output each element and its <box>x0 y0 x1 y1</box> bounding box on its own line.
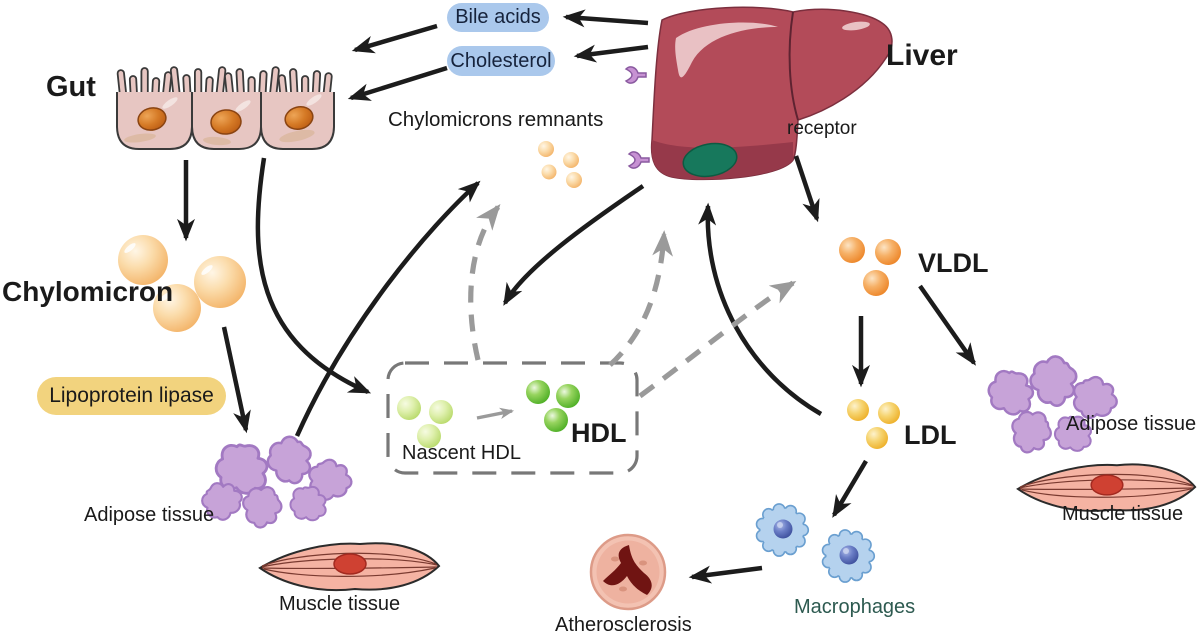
gut-cell-highlights <box>162 94 322 112</box>
arrow-hdl-to-liver <box>608 230 673 367</box>
arrow-hdl-to-remnants <box>468 203 501 361</box>
gut-cell-shading <box>124 129 315 146</box>
muscle-tissue-right-label: Muscle tissue <box>1062 503 1184 525</box>
nascent-hdl-particles <box>397 396 453 448</box>
macrophage-cell <box>755 503 810 557</box>
arrow-liver-to-bile-acids <box>562 9 649 28</box>
hdl-label: HDL <box>571 418 627 448</box>
adipose-tissue-left-label: Adipose tissue <box>84 504 215 526</box>
arrow-liver-to-cholesterol <box>573 44 649 63</box>
atherosclerosis-label: Atherosclerosis <box>555 614 692 636</box>
arrow-cholesterol-to-gut <box>347 65 448 101</box>
arrow-macrophages-to-atherosclerosis <box>688 565 763 584</box>
adipose-left-illustration <box>194 428 356 532</box>
chylomicrons-remnants-label: Chylomicrons remnants <box>388 108 604 131</box>
liver-receptor-icon <box>625 66 647 84</box>
liver-label: Liver <box>886 39 958 72</box>
muscle-tissue-left-label: Muscle tissue <box>279 593 401 615</box>
cholesterol-label: Cholesterol <box>450 49 552 72</box>
gut-illustration <box>116 66 335 150</box>
vldl-particles <box>839 237 901 296</box>
ldl-label: LDL <box>904 420 957 450</box>
vldl-label: VLDL <box>918 248 989 278</box>
liver-highlight-small <box>842 21 870 31</box>
atherosclerosis-illustration <box>589 533 667 611</box>
hdl-compartment-box <box>386 361 639 475</box>
arrow-liver-to-vldl <box>793 155 820 223</box>
nascent-hdl-label: Nascent HDL <box>402 442 521 464</box>
hdl-particles <box>526 380 580 432</box>
adipose-right-illustration <box>981 347 1121 456</box>
liver-highlight <box>675 22 778 78</box>
bile-acids-label: Bile acids <box>455 6 541 28</box>
gut-label: Gut <box>46 71 96 103</box>
cholesterol-box: Cholesterol <box>447 46 555 76</box>
liver-lobe-divider <box>788 11 799 121</box>
arrow-nascent-hdl-to-hdl <box>476 407 515 420</box>
arrow-chylomicron-to-adipose <box>221 326 251 434</box>
chylomicron-particles <box>118 235 246 332</box>
gut-nuclei <box>137 106 314 135</box>
bile-acids-box: Bile acids <box>447 3 549 32</box>
arrow-vldl-to-adipose-right <box>918 284 976 366</box>
atherosclerosis-lumen <box>603 545 652 595</box>
chylomicron-remnant-particles <box>538 141 582 188</box>
liver-receptor-icon <box>628 151 650 169</box>
chylomicron-label: Chylomicron <box>2 276 174 307</box>
ldl-particles <box>847 399 900 449</box>
macrophages-label: Macrophages <box>794 596 916 618</box>
gallbladder <box>682 142 738 178</box>
arrow-ldl-to-liver <box>698 202 823 416</box>
arrow-ldl-to-macrophages <box>832 459 868 518</box>
muscle-left-illustration <box>259 542 440 592</box>
liver-illustration <box>625 6 893 181</box>
lipoprotein-lipase-box: Lipoprotein lipase <box>37 377 226 415</box>
arrow-gut-to-nascent-hdl <box>255 157 372 395</box>
arrow-bile-acids-to-gut <box>351 23 438 54</box>
adipose-tissue-right-label: Adipose tissue <box>1066 413 1197 435</box>
lipoprotein-lipase-label: Lipoprotein lipase <box>49 384 214 407</box>
arrow-tissue-to-remnants <box>294 180 481 437</box>
arrow-hdl-to-vldl <box>638 280 797 399</box>
arrow-liver-to-nascent-hdl <box>503 184 645 306</box>
receptor-label: receptor <box>787 118 857 139</box>
macrophage-cell <box>821 529 876 583</box>
